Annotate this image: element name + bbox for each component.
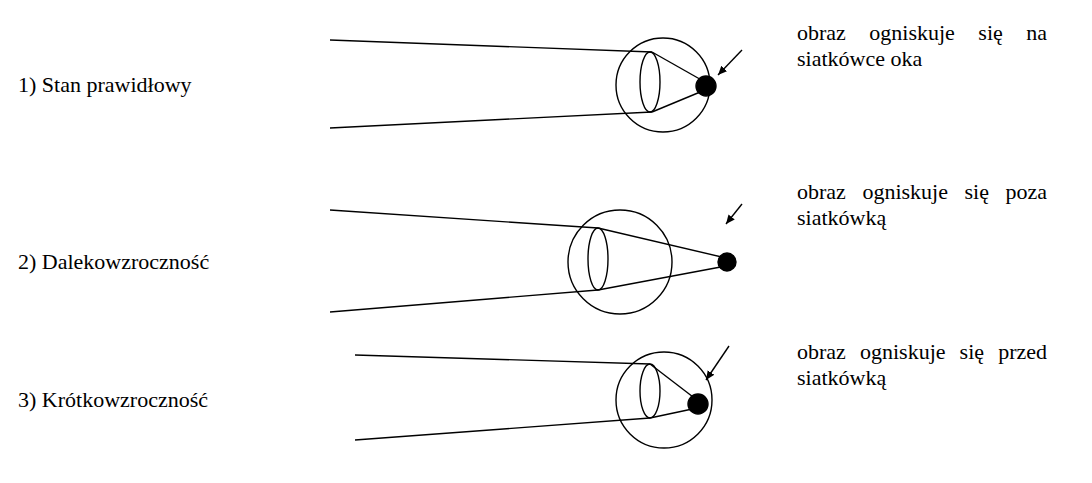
- row-label: 3) Krótkowzroczność: [18, 387, 208, 413]
- description-text: obraz ogniskuje się przed siatkówką: [797, 339, 1047, 391]
- myopia-eye: [355, 346, 729, 448]
- description-text: obraz ogniskuje się poza siatkówką: [797, 179, 1047, 231]
- description-text: obraz ogniskuje się na siatkówce oka: [797, 20, 1047, 72]
- hyperopia-eye: [330, 204, 742, 314]
- row-label: 1) Stan prawidłowy: [18, 72, 192, 98]
- normal-eye: [330, 38, 742, 132]
- row-label: 2) Dalekowzroczność: [18, 249, 209, 275]
